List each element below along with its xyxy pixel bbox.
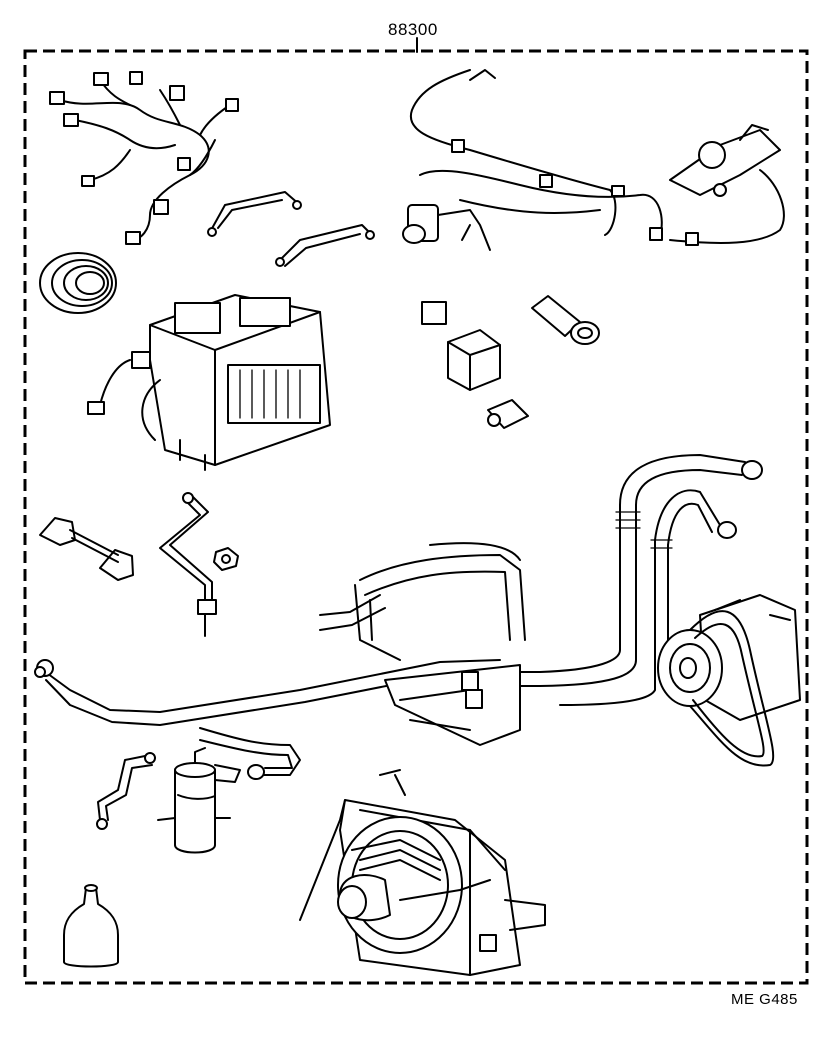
bracket bbox=[39, 517, 134, 581]
relay bbox=[421, 301, 447, 325]
bracket bbox=[275, 224, 375, 267]
wire-harness bbox=[49, 71, 239, 245]
drive-belt bbox=[689, 610, 775, 767]
receiver-dryer bbox=[157, 747, 241, 854]
compressor bbox=[657, 594, 801, 721]
duct-boot bbox=[39, 252, 117, 314]
refrigerant-oil-bottle bbox=[63, 884, 119, 968]
bracket bbox=[207, 191, 302, 237]
pressure-switch bbox=[384, 664, 521, 746]
liquid-pipe bbox=[34, 542, 526, 780]
vacuum-hose-assembly bbox=[409, 69, 785, 246]
heater-cooler-unit bbox=[87, 294, 331, 471]
part-number-label: 88300 bbox=[388, 20, 438, 39]
liquid-tube bbox=[159, 492, 217, 637]
assembly-frame bbox=[23, 37, 809, 985]
discharge-hose bbox=[519, 454, 763, 687]
pressure-switch bbox=[487, 399, 529, 429]
vacuum-switching-valve bbox=[402, 204, 491, 251]
liquid-pipe bbox=[96, 752, 156, 830]
amplifier bbox=[447, 329, 501, 391]
catalog-code-label: ME G485 bbox=[731, 991, 798, 1008]
thermistor bbox=[531, 295, 600, 345]
vacuum-actuator bbox=[669, 124, 781, 197]
nut bbox=[213, 547, 239, 571]
fan-motor bbox=[337, 816, 491, 954]
